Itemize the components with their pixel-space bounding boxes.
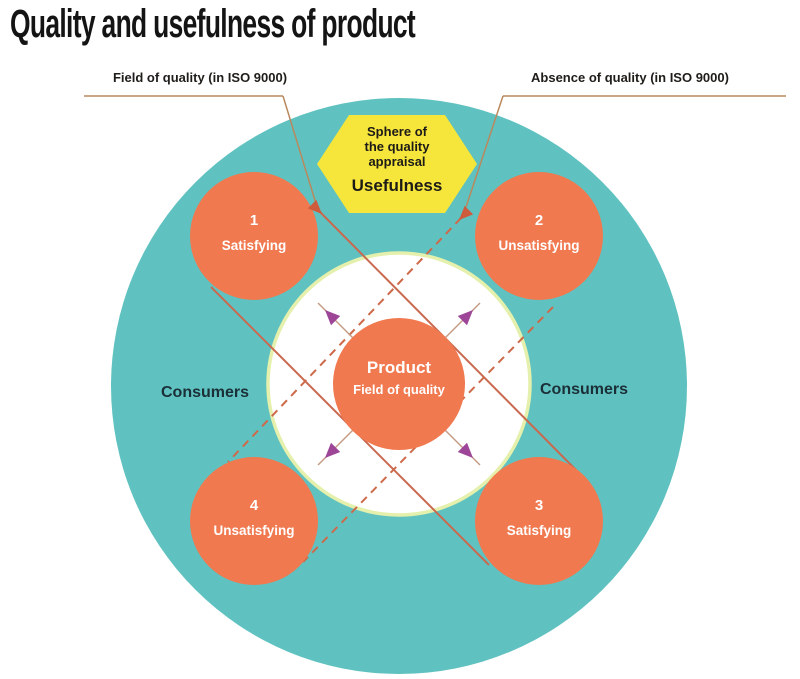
- absence-callout-segment: [465, 95, 504, 208]
- consumers-label-left: Consumers: [160, 384, 250, 401]
- product-circle-text: Product Field of quality: [335, 358, 463, 398]
- circle-3-text: 3 Satisfying: [475, 497, 603, 539]
- consumers-label-right: Consumers: [539, 381, 629, 398]
- product-title: Product: [366, 358, 432, 377]
- absence-callout-arrowhead-icon: [459, 205, 474, 220]
- field-of-quality-label: Field of quality (in ISO 9000): [112, 70, 288, 85]
- purple-arrowhead-downright-icon: [457, 442, 473, 458]
- circle-1-label: Satisfying: [221, 238, 287, 253]
- circle-1-text: 1 Satisfying: [190, 212, 318, 254]
- circle-2-number: 2: [534, 212, 544, 229]
- circle-3-satisfying: [475, 457, 603, 585]
- circle-3-label: Satisfying: [506, 523, 572, 538]
- hexagon-caption-line1: Sphere of: [367, 124, 427, 139]
- page-title: Quality and usefulness of product: [10, 2, 416, 46]
- circle-4-text: 4 Unsatisfying: [190, 497, 318, 539]
- circle-1-satisfying: [190, 172, 318, 300]
- usefulness-label: Usefulness: [351, 176, 443, 195]
- purple-arrowhead-upright-icon: [457, 310, 473, 326]
- hexagon-caption: Sphere of the quality appraisal: [317, 124, 477, 169]
- product-arrow-shaft-upleft: [317, 302, 358, 343]
- product-arrow-shaft-downleft: [317, 425, 358, 466]
- circle-1-number: 1: [249, 212, 259, 229]
- hexagon-caption-line2: the quality: [364, 139, 430, 154]
- product-subtitle: Field of quality: [353, 382, 445, 397]
- circle-2-text: 2 Unsatisfying: [475, 212, 603, 254]
- circle-3-number: 3: [534, 497, 544, 514]
- product-circle: [333, 318, 465, 450]
- circle-2-unsatisfying: [475, 172, 603, 300]
- circle-4-unsatisfying: [190, 457, 318, 585]
- product-arrow-shaft-downright: [440, 425, 481, 466]
- absence-line-upper: [227, 217, 462, 463]
- appraisal-hexagon: [317, 115, 477, 213]
- circle-4-number: 4: [249, 497, 259, 514]
- hexagon-caption-line3: appraisal: [368, 154, 426, 169]
- purple-arrowhead-upleft-icon: [325, 310, 341, 326]
- absence-of-quality-label: Absence of quality (in ISO 9000): [531, 70, 729, 85]
- purple-arrowhead-downleft-icon: [325, 442, 341, 458]
- absence-line-lower: [302, 306, 554, 563]
- circle-2-label: Unsatisfying: [498, 238, 580, 253]
- field-callout-segment: [282, 95, 318, 208]
- field-callout-arrowhead-icon: [307, 199, 322, 214]
- circle-4-label: Unsatisfying: [213, 523, 295, 538]
- product-arrow-shaft-upright: [440, 302, 481, 343]
